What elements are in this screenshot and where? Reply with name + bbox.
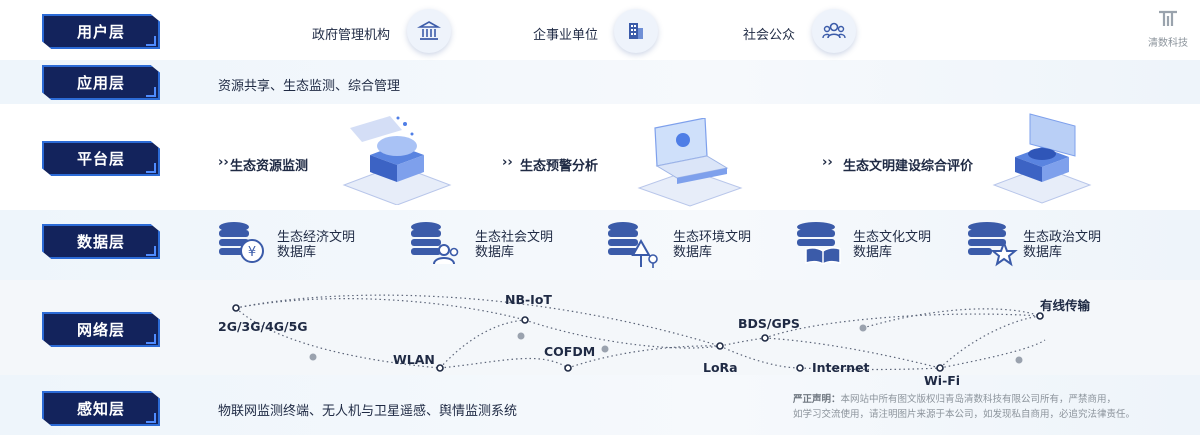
network-connection-lines (232, 294, 1046, 372)
platform-chevron-2: ›› (502, 155, 513, 170)
layer-label-sensing: 感知层 (42, 391, 160, 426)
layer-label-user: 用户层 (42, 14, 160, 49)
platform-chevron-1: ›› (218, 155, 229, 170)
database-sublabel-social: 数据库 (475, 245, 515, 260)
svg-text:¥: ¥ (248, 245, 256, 260)
layer-label-network: 网络层 (42, 312, 160, 347)
database-book-icon (797, 222, 841, 265)
sensing-layer-text: 物联网监测终端、无人机与卫星遥感、舆情监测系统 (218, 404, 518, 419)
copyright-notice: 严正声明：本网站中所有图文版权归青岛清数科技有限公司所有，严禁商用， 如学习交流… (793, 392, 1193, 422)
database-label-politics: 生态政治文明 (1023, 230, 1102, 245)
platform-layer-band (0, 104, 1200, 210)
network-node-lora: LoRa (703, 360, 738, 375)
network-node-wlan: WLAN (393, 352, 435, 367)
notice-line-2: 如学习交流使用，请注明图片来源于本公司，如发现私自商用，必追究法律责任。 (793, 409, 1136, 420)
platform-chevron-3: ›› (822, 155, 833, 170)
app-layer-text: 资源共享、生态监测、综合管理 (218, 79, 401, 94)
network-node-internet: Internet (812, 360, 870, 375)
isometric-monitor-illustration (992, 113, 1092, 204)
user-item-public: 社会公众 (743, 28, 796, 43)
logo-text: 清数科技 (1148, 38, 1188, 49)
network-node-cofdm: COFDM (544, 344, 596, 359)
database-people-icon (411, 222, 459, 265)
platform-item-warning-analysis: 生态预警分析 (520, 159, 599, 174)
network-layer-band (0, 280, 1200, 375)
data-layer-band (0, 210, 1200, 280)
network-node-wifi: Wi-Fi (924, 373, 961, 388)
notice-line-1: 本网站中所有图文版权归青岛清数科技有限公司所有，严禁商用， (840, 394, 1117, 405)
database-sublabel-politics: 数据库 (1023, 245, 1063, 260)
government-building-icon (407, 9, 451, 53)
database-label-environment: 生态环境文明 (673, 230, 752, 245)
office-building-icon (614, 9, 658, 53)
isometric-laptop-illustration (637, 118, 743, 207)
network-node-cellular: 2G/3G/4G/5G (218, 319, 308, 334)
database-yen-icon: ¥ (219, 222, 264, 263)
sensing-layer-band (0, 375, 1200, 435)
company-logo: 清数科技 (1144, 10, 1192, 50)
people-icon (812, 9, 856, 53)
database-tree-icon (608, 222, 658, 268)
database-sublabel-environment: 数据库 (673, 245, 713, 260)
notice-title: 严正声明： (793, 394, 841, 405)
database-label-social: 生态社会文明 (475, 230, 554, 245)
database-sublabel-economic: 数据库 (277, 245, 317, 260)
platform-item-comprehensive-evaluation: 生态文明建设综合评价 (843, 159, 974, 174)
user-item-government: 政府管理机构 (312, 28, 391, 43)
app-layer-band (0, 60, 1200, 104)
platform-item-resource-monitoring: 生态资源监测 (230, 159, 309, 174)
layer-label-platform: 平台层 (42, 141, 160, 176)
network-node-wired: 有线传输 (1040, 298, 1091, 313)
database-label-economic: 生态经济文明 (277, 230, 356, 245)
database-sublabel-culture: 数据库 (853, 245, 893, 260)
network-node-bds-gps: BDS/GPS (738, 316, 800, 331)
user-item-enterprise: 企事业单位 (533, 28, 599, 43)
layer-label-data: 数据层 (42, 224, 160, 259)
user-layer-band (0, 0, 1200, 60)
network-node-nbiot: NB-IoT (505, 292, 552, 307)
layer-label-app: 应用层 (42, 65, 160, 100)
database-star-icon (968, 222, 1018, 267)
isometric-server-illustration-1 (342, 116, 452, 205)
database-label-culture: 生态文化文明 (853, 230, 932, 245)
